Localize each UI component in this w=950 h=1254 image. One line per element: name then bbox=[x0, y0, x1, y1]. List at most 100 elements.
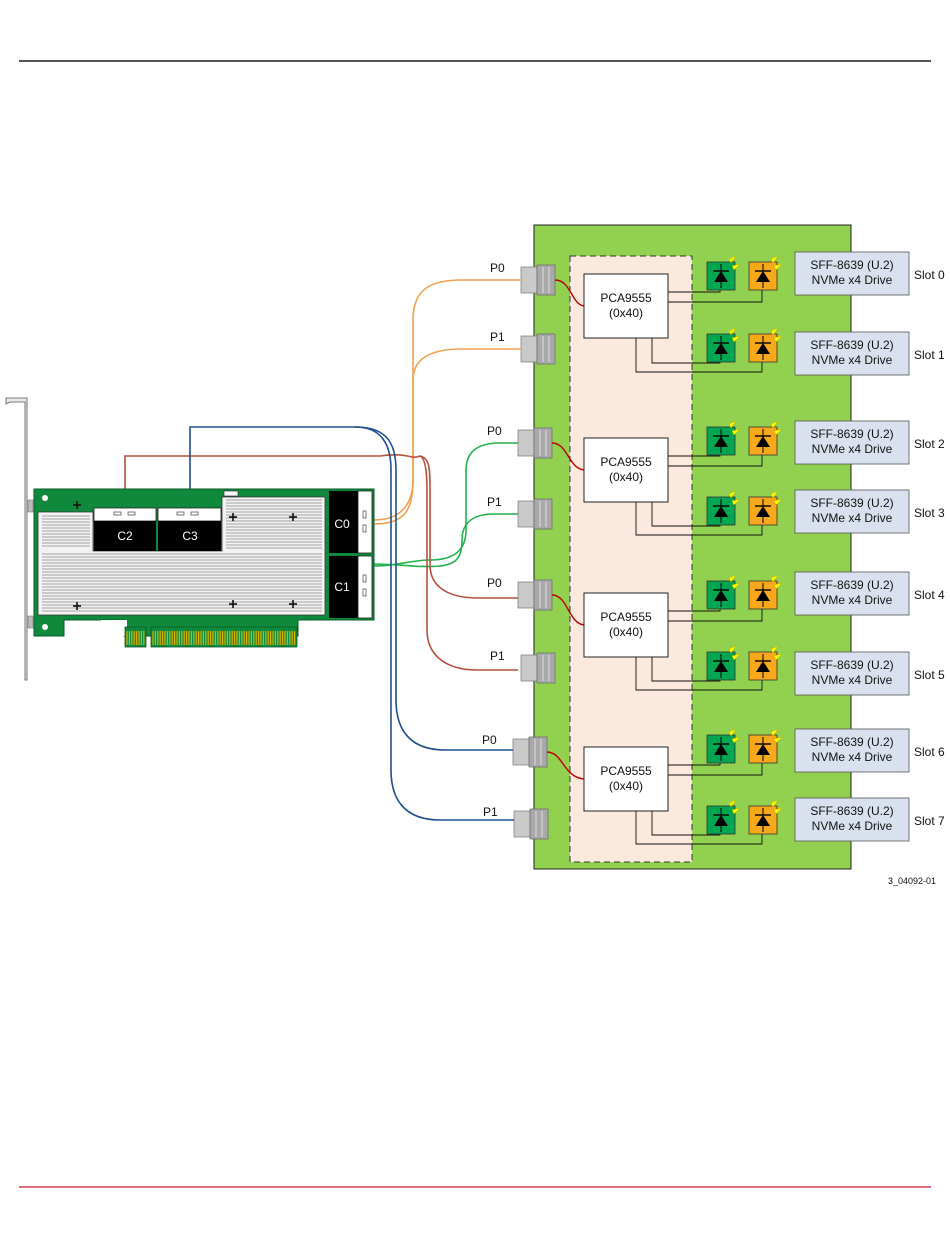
figure-id: 3_04092-01 bbox=[888, 876, 936, 886]
card-led bbox=[223, 490, 239, 497]
pca9555-controller: PCA9555(0x40) bbox=[583, 746, 669, 812]
connector-c0: C0 bbox=[329, 490, 373, 554]
slot-label: Slot 5 bbox=[914, 668, 945, 682]
drive-interface: NVMe x4 Drive bbox=[812, 819, 893, 833]
connector-c1: C1 bbox=[329, 555, 373, 619]
i2c-link bbox=[551, 442, 585, 471]
mounting-bracket bbox=[5, 397, 34, 681]
port-label: P0 bbox=[487, 576, 502, 590]
controller-address: (0x40) bbox=[609, 625, 643, 639]
screw-icon bbox=[229, 513, 237, 521]
controller-address: (0x40) bbox=[609, 306, 643, 320]
fault-led-icon bbox=[748, 645, 783, 681]
drive-type: SFF-8639 (U.2) bbox=[810, 427, 893, 441]
port-connector bbox=[520, 652, 556, 684]
activity-led-icon bbox=[706, 420, 741, 456]
controller-group: PCA9555(0x40) bbox=[583, 574, 783, 691]
connector-c0-label: C0 bbox=[334, 517, 350, 531]
port-label: P1 bbox=[483, 805, 498, 819]
port-connector bbox=[517, 427, 553, 459]
screw-icon bbox=[73, 602, 81, 610]
fault-led-icon bbox=[748, 420, 783, 456]
controller-group: PCA9555(0x40) bbox=[583, 420, 783, 536]
drive-slot: SFF-8639 (U.2)NVMe x4 Drive Slot 7 bbox=[794, 797, 945, 842]
connector-c3: C3 bbox=[157, 507, 222, 551]
slot-label: Slot 6 bbox=[914, 745, 945, 759]
port-connector bbox=[513, 808, 549, 840]
mount-hole bbox=[42, 624, 48, 630]
pcie-edge-connector bbox=[124, 626, 298, 648]
activity-led-icon bbox=[706, 645, 741, 681]
port-label: P1 bbox=[490, 649, 505, 663]
pca9555-controller: PCA9555(0x40) bbox=[583, 437, 669, 503]
drive-interface: NVMe x4 Drive bbox=[812, 353, 893, 367]
drive-slot: SFF-8639 (U.2)NVMe x4 Drive Slot 6 bbox=[794, 728, 945, 773]
drive-type: SFF-8639 (U.2) bbox=[810, 338, 893, 352]
fault-led-icon bbox=[748, 799, 783, 835]
connector-c1-label: C1 bbox=[334, 580, 350, 594]
port-label: P1 bbox=[487, 495, 502, 509]
heatsink bbox=[37, 493, 326, 616]
activity-led-icon bbox=[706, 490, 741, 526]
backplane: PCA9555(0x40)PCA9555(0x40)PCA9555(0x40)P… bbox=[482, 224, 945, 870]
fault-led-icon bbox=[748, 327, 783, 363]
port-connector bbox=[520, 333, 556, 365]
controller-address: (0x40) bbox=[609, 470, 643, 484]
i2c-link bbox=[546, 751, 585, 780]
activity-led-icon bbox=[706, 327, 741, 363]
fault-led-icon bbox=[748, 574, 783, 610]
cable-c2-p0 bbox=[124, 454, 518, 599]
slot-label: Slot 4 bbox=[914, 588, 945, 602]
drive-type: SFF-8639 (U.2) bbox=[810, 258, 893, 272]
controller-group: PCA9555(0x40) bbox=[583, 255, 783, 373]
screw-icon bbox=[229, 600, 237, 608]
cables bbox=[124, 279, 521, 821]
mount-hole bbox=[42, 495, 48, 501]
i2c-link bbox=[554, 279, 585, 307]
port-label: P0 bbox=[482, 733, 497, 747]
port-label: P0 bbox=[490, 261, 505, 275]
drive-type: SFF-8639 (U.2) bbox=[810, 658, 893, 672]
slot-label: Slot 3 bbox=[914, 506, 945, 520]
controller-address: (0x40) bbox=[609, 779, 643, 793]
activity-led-icon bbox=[706, 255, 741, 291]
port-label: P1 bbox=[490, 330, 505, 344]
drive-interface: NVMe x4 Drive bbox=[812, 673, 893, 687]
connector-c3-label: C3 bbox=[182, 529, 198, 543]
fault-led-icon bbox=[748, 255, 783, 291]
drive-interface: NVMe x4 Drive bbox=[812, 442, 893, 456]
i2c-link bbox=[551, 594, 585, 626]
drive-slot: SFF-8639 (U.2)NVMe x4 Drive Slot 0 bbox=[794, 251, 945, 296]
drive-type: SFF-8639 (U.2) bbox=[810, 735, 893, 749]
controller-name: PCA9555 bbox=[600, 455, 652, 469]
fault-led-icon bbox=[748, 728, 783, 764]
connector-c2-label: C2 bbox=[117, 529, 133, 543]
activity-led-icon bbox=[706, 799, 741, 835]
screw-icon bbox=[289, 513, 297, 521]
slot-label: Slot 7 bbox=[914, 814, 945, 828]
cable-c3-p1 bbox=[354, 426, 514, 821]
activity-led-icon bbox=[706, 574, 741, 610]
fault-led-icon bbox=[748, 490, 783, 526]
port-connector bbox=[517, 498, 553, 530]
controller-name: PCA9555 bbox=[600, 610, 652, 624]
drive-interface: NVMe x4 Drive bbox=[812, 273, 893, 287]
drive-type: SFF-8639 (U.2) bbox=[810, 804, 893, 818]
card-notch bbox=[101, 620, 127, 636]
port-label: P0 bbox=[487, 424, 502, 438]
drive-interface: NVMe x4 Drive bbox=[812, 750, 893, 764]
drive-type: SFF-8639 (U.2) bbox=[810, 578, 893, 592]
cable-c0-p0 bbox=[373, 279, 521, 525]
port-connector bbox=[517, 579, 553, 611]
pca9555-controller: PCA9555(0x40) bbox=[583, 592, 669, 658]
controller-name: PCA9555 bbox=[600, 291, 652, 305]
slot-label: Slot 0 bbox=[914, 268, 945, 282]
drive-slot: SFF-8639 (U.2)NVMe x4 Drive Slot 5 bbox=[794, 651, 945, 696]
port-connector bbox=[520, 264, 556, 296]
controller-group: PCA9555(0x40) bbox=[583, 728, 783, 845]
